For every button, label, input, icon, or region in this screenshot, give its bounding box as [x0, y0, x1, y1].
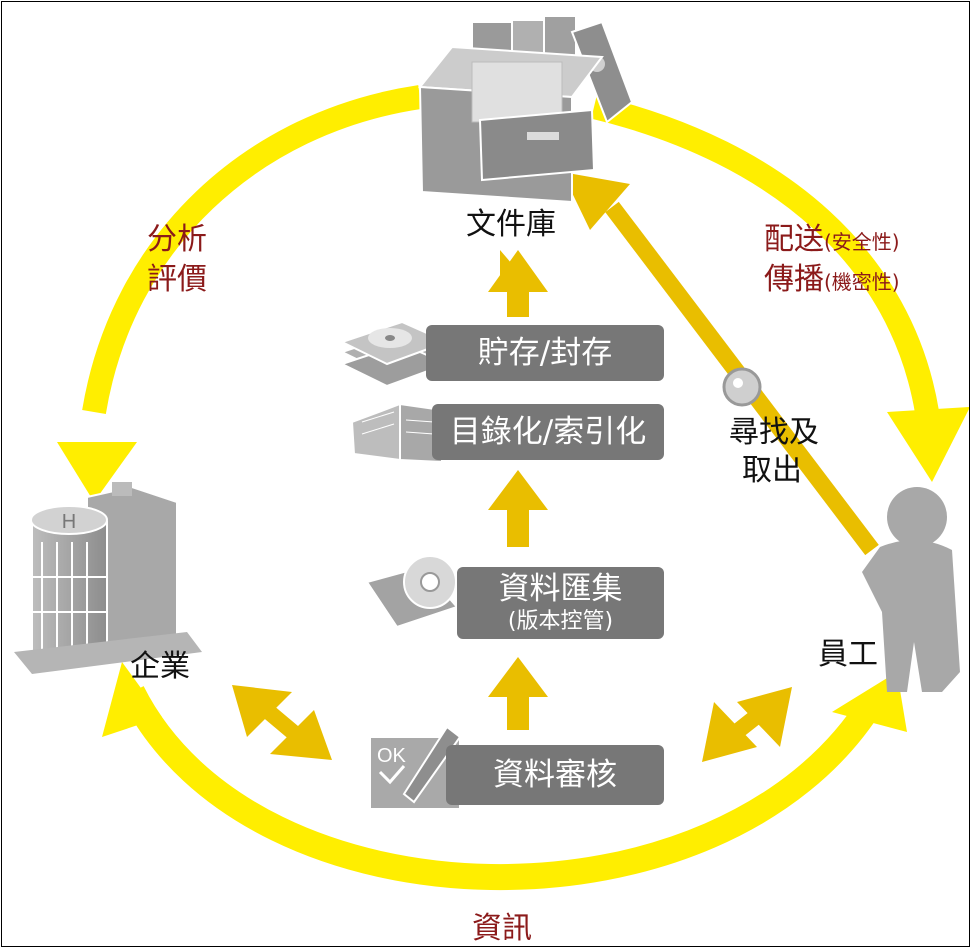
svg-text:OK: OK: [377, 745, 407, 767]
retrieval-label-line1: 尋找及: [729, 415, 819, 450]
distribution-note: (安全性): [824, 230, 900, 254]
file-cabinet-icon: [418, 15, 634, 204]
enterprise-label: 企業: [130, 649, 190, 684]
double-arrow-employee-review: [702, 687, 792, 762]
employee-figure-icon: [862, 487, 960, 692]
analysis-label: 分析: [147, 222, 207, 257]
flow-arrow-to-collection: [488, 657, 548, 730]
double-arrow-enterprise-review: [232, 685, 332, 760]
dissemination-note: (機密性): [824, 270, 900, 294]
cycle-arc-top-right: [591, 95, 969, 482]
dissemination-main: 傳播: [764, 262, 824, 297]
enterprise-building-icon: H: [14, 482, 202, 674]
distribution-label: 配送(安全性): [764, 225, 900, 255]
disc-stack-icon: [339, 320, 450, 388]
cycle-arc-top-left: [57, 85, 422, 502]
distribution-main: 配送: [764, 222, 824, 257]
information-label: 資訊: [472, 911, 532, 946]
step-data-collection: 資料匯集 (版本控管): [457, 567, 664, 639]
flow-arrow-to-repository: [488, 250, 548, 317]
magnifier-icon: [722, 367, 762, 407]
retrieval-label-line2: 取出: [742, 453, 802, 488]
ok-pen-icon: OK: [369, 725, 462, 810]
step-label: 資料審核: [493, 756, 617, 793]
open-book-icon: [350, 402, 443, 464]
step-sublabel: (版本控管): [507, 608, 614, 634]
step-catalog-index: 目錄化/索引化: [432, 404, 664, 460]
svg-text:H: H: [62, 511, 76, 533]
step-label: 貯存/封存: [477, 334, 613, 371]
flow-arrow-to-catalog: [488, 470, 548, 547]
step-storage-archive: 貯存/封存: [426, 325, 664, 381]
step-label: 資料匯集: [498, 571, 623, 608]
disc-book-icon: [365, 555, 459, 629]
dissemination-label: 傳播(機密性): [764, 265, 900, 295]
repository-label: 文件庫: [466, 207, 556, 242]
evaluation-label: 評價: [147, 262, 207, 297]
step-label: 目錄化/索引化: [449, 413, 647, 450]
step-data-review: 資料審核: [446, 745, 664, 805]
employee-label: 員工: [818, 637, 878, 672]
